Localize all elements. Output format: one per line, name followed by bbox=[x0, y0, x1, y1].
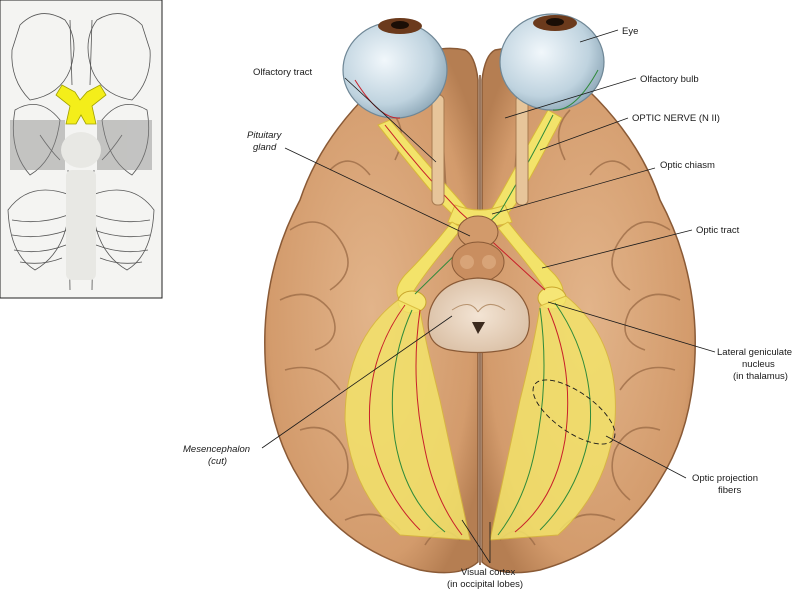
eye-right bbox=[499, 13, 605, 111]
label-pituitary-gland-2: gland bbox=[253, 142, 277, 153]
inset-thumbnail bbox=[0, 0, 163, 299]
pituitary-gland bbox=[451, 215, 505, 283]
olfactory-tracts bbox=[431, 94, 529, 206]
label-visual-cortex-2: (in occipital lobes) bbox=[447, 579, 523, 590]
optic-radiation-right bbox=[489, 295, 616, 541]
label-lgn-1: Lateral geniculate bbox=[717, 347, 792, 358]
label-lgn-2: nucleus bbox=[742, 359, 775, 370]
optic-tract-left bbox=[396, 221, 463, 301]
optic-pathway bbox=[344, 109, 616, 541]
inset-highlight-chiasm bbox=[55, 84, 107, 125]
label-mesencephalon-1: Mesencephalon bbox=[183, 444, 250, 455]
mesencephalon bbox=[427, 277, 530, 354]
label-optic-chiasm: Optic chiasm bbox=[660, 160, 715, 171]
label-optic-tract: Optic tract bbox=[696, 225, 740, 236]
label-mesencephalon-2: (cut) bbox=[208, 456, 227, 467]
label-olfactory-bulb: Olfactory bulb bbox=[640, 74, 699, 85]
label-eye: Eye bbox=[622, 26, 638, 37]
label-optic-projection-1: Optic projection bbox=[692, 473, 758, 484]
label-visual-cortex-1: Visual cortex bbox=[461, 567, 515, 578]
label-optic-projection-2: fibers bbox=[718, 485, 741, 496]
eye-left bbox=[342, 18, 448, 119]
label-optic-nerve: OPTIC NERVE (N II) bbox=[632, 113, 720, 124]
leader-lines bbox=[261, 29, 716, 564]
labels: Eye Olfactory tract Olfactory bulb OPTIC… bbox=[183, 26, 792, 590]
label-pituitary-gland-1: Pituitary bbox=[247, 130, 283, 141]
optic-radiation-left bbox=[344, 299, 471, 541]
label-olfactory-tract: Olfactory tract bbox=[253, 67, 312, 78]
label-lgn-3: (in thalamus) bbox=[733, 371, 788, 382]
